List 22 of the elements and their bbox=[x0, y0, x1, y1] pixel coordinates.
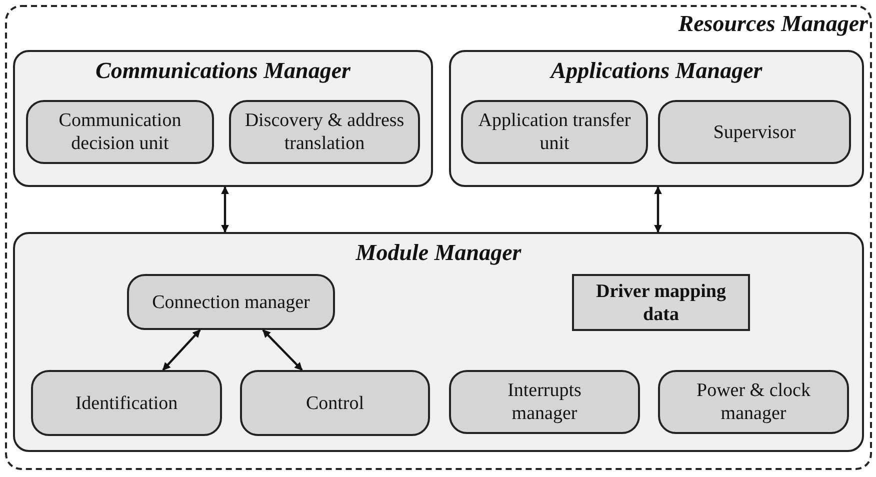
component-box: Application transfer unit bbox=[461, 100, 648, 164]
dashed-container bbox=[5, 5, 872, 470]
component-box: Supervisor bbox=[658, 100, 851, 164]
double-arrow bbox=[162, 329, 201, 371]
double-arrow bbox=[262, 329, 303, 371]
group-heading: Resources Manager bbox=[678, 11, 868, 37]
group-panel bbox=[13, 50, 433, 187]
component-box: Connection manager bbox=[127, 274, 335, 330]
double-arrow bbox=[654, 186, 662, 233]
data-box: Driver mapping data bbox=[572, 274, 750, 331]
group-heading: Applications Manager bbox=[548, 58, 764, 84]
component-box: Communication decision unit bbox=[26, 100, 214, 164]
group-panel bbox=[449, 50, 864, 187]
group-heading: Communications Manager bbox=[94, 58, 352, 84]
component-box: Interrupts manager bbox=[449, 370, 640, 434]
component-box: Control bbox=[240, 370, 430, 436]
group-heading: Module Manager bbox=[354, 240, 522, 266]
component-box: Identification bbox=[31, 370, 222, 436]
component-box: Power & clock manager bbox=[658, 370, 849, 434]
component-box: Discovery & address translation bbox=[229, 100, 420, 164]
group-panel bbox=[13, 232, 864, 452]
double-arrow bbox=[221, 186, 229, 233]
